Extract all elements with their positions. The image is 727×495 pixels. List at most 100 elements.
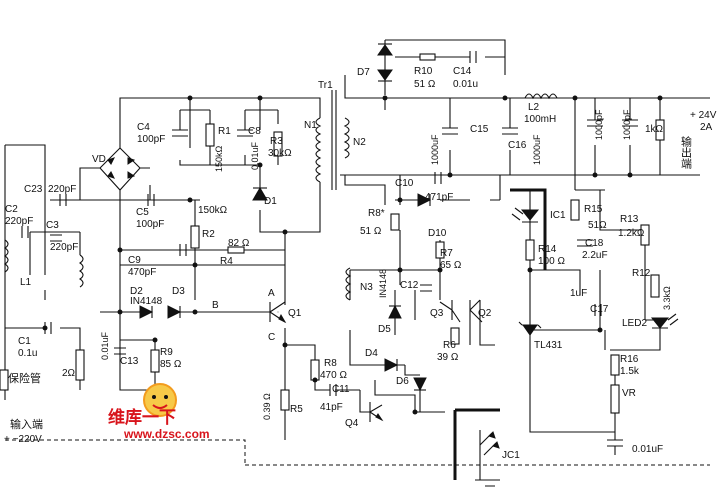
label-out-voltage: + 24V bbox=[690, 110, 717, 121]
label-l2: L2 bbox=[528, 102, 540, 113]
label-r6: R6 bbox=[443, 340, 456, 351]
label-input-terminal: 输入端 bbox=[10, 417, 43, 431]
bridge-rectifier-vd bbox=[99, 147, 141, 191]
label-d4: D4 bbox=[365, 348, 378, 359]
label-l1: L1 bbox=[20, 277, 32, 288]
label-1000pf-a: 1000pF bbox=[594, 109, 604, 140]
label-r8-value: 470 Ω bbox=[320, 370, 347, 381]
label-c17: C17 bbox=[590, 304, 609, 315]
label-c10: C10 bbox=[395, 178, 414, 189]
label-r7-value: 65 Ω bbox=[440, 260, 462, 271]
label-d2: D2 bbox=[130, 286, 143, 297]
label-tr1: Tr1 bbox=[318, 80, 333, 91]
label-c9: C9 bbox=[128, 255, 141, 266]
label-r13: R13 bbox=[620, 214, 639, 225]
label-r15-value: 51Ω bbox=[588, 220, 607, 231]
dzsc-logo: 维库一下 www.dzsc.com bbox=[108, 383, 210, 441]
label-c16: C16 bbox=[508, 140, 527, 151]
wiring bbox=[4, 39, 710, 487]
label-c15: C15 bbox=[470, 124, 489, 135]
label-c23: C23 bbox=[24, 184, 43, 195]
label-q4: Q4 bbox=[345, 418, 359, 429]
label-n1: N1 bbox=[304, 120, 317, 131]
label-ic1: IC1 bbox=[550, 210, 566, 221]
label-r8s-value: 51 Ω bbox=[360, 226, 382, 237]
label-c1-value: 0.1u bbox=[18, 348, 37, 359]
label-c14: C14 bbox=[453, 66, 472, 77]
junctions bbox=[42, 95, 663, 415]
label-c3-value: 220pF bbox=[50, 242, 78, 253]
label-r12: R12 bbox=[632, 268, 651, 279]
label-r16: R16 bbox=[620, 354, 639, 365]
label-c4-value: 100pF bbox=[137, 134, 165, 145]
label-l2-value: 100mH bbox=[524, 114, 556, 125]
label-r9: R9 bbox=[160, 347, 173, 358]
label-vr: VR bbox=[622, 388, 636, 399]
label-r039-value: 0.39 Ω bbox=[262, 393, 272, 420]
label-r3-value: 30kΩ bbox=[268, 148, 292, 159]
label-n3: N3 bbox=[360, 282, 373, 293]
label-d1: D1 bbox=[264, 196, 277, 207]
label-c3: C3 bbox=[46, 220, 59, 231]
label-q1-terminal-a: A bbox=[268, 288, 275, 299]
transistors bbox=[269, 299, 500, 456]
label-1000pf-b: 1000pF bbox=[622, 109, 632, 140]
label-r3: R3 bbox=[270, 136, 283, 147]
label-r82: 82 Ω bbox=[228, 238, 250, 249]
label-r1k: 1kΩ bbox=[645, 124, 664, 135]
label-c9-value: 470pF bbox=[128, 267, 156, 278]
label-d2-value: IN4148 bbox=[130, 296, 163, 307]
label-r8s: R8* bbox=[368, 208, 385, 219]
label-c18-value: 2.2uF bbox=[582, 250, 608, 261]
label-c10-value: 471pF bbox=[425, 192, 453, 203]
label-input-voltage: + ~220V bbox=[4, 434, 42, 445]
logo-mascot-icon bbox=[143, 383, 177, 417]
label-r15: R15 bbox=[584, 204, 603, 215]
label-d3: D3 bbox=[172, 286, 185, 297]
label-in4148-b: IN4148 bbox=[378, 269, 388, 298]
label-c16-value: 1000uF bbox=[532, 134, 542, 165]
resistors bbox=[75, 53, 665, 414]
component-labels: Tr1 N1 N2 N3 D7 R10 51 Ω C14 0.01u L2 10… bbox=[4, 66, 717, 461]
label-r10: R10 bbox=[414, 66, 433, 77]
label-c14-value: 0.01u bbox=[453, 79, 478, 90]
label-q2: Q2 bbox=[478, 308, 492, 319]
label-c1: C1 bbox=[18, 336, 31, 347]
label-r150k: 150kΩ bbox=[198, 205, 228, 216]
label-c8: C8 bbox=[248, 126, 261, 137]
label-c001-value: 0.01uF bbox=[632, 444, 663, 455]
label-q1: Q1 bbox=[288, 308, 302, 319]
label-c13-value: 0.01uF bbox=[100, 331, 110, 360]
label-c2: C2 bbox=[5, 204, 18, 215]
label-r6-value: 39 Ω bbox=[437, 352, 459, 363]
logo-url-text: www.dzsc.com bbox=[123, 427, 210, 441]
label-d6: D6 bbox=[396, 376, 409, 387]
label-r5: R5 bbox=[290, 404, 303, 415]
label-r14-value: 100 Ω bbox=[538, 256, 565, 267]
label-c23-value: 220pF bbox=[48, 184, 76, 195]
label-r9-value: 85 Ω bbox=[160, 359, 182, 370]
label-c11-value: 41pF bbox=[320, 402, 343, 413]
transformer-tr1 bbox=[315, 90, 352, 301]
label-c5: C5 bbox=[136, 207, 149, 218]
label-r1: R1 bbox=[218, 126, 231, 137]
label-r14: R14 bbox=[538, 244, 557, 255]
fuse bbox=[0, 369, 9, 391]
label-tl431: TL431 bbox=[534, 340, 563, 351]
label-r16-value: 1.5k bbox=[620, 366, 640, 377]
label-r2ohm: 2Ω bbox=[62, 368, 76, 379]
label-c15-value: 1000uF bbox=[430, 134, 440, 165]
label-n2: N2 bbox=[353, 137, 366, 148]
label-c18: C18 bbox=[585, 238, 604, 249]
label-q3: Q3 bbox=[430, 308, 444, 319]
optocoupler-ic1 bbox=[510, 188, 547, 270]
label-c12: C12 bbox=[400, 280, 419, 291]
label-out-current: 2A bbox=[700, 122, 713, 133]
label-r8: R8 bbox=[324, 358, 337, 369]
label-c17-value: 1uF bbox=[570, 288, 587, 299]
label-output-terminal: 输出端 bbox=[680, 135, 693, 170]
label-b: B bbox=[212, 300, 219, 311]
label-fuse: 保险管 bbox=[8, 371, 41, 385]
label-r12-value: 3.3kΩ bbox=[662, 286, 672, 310]
